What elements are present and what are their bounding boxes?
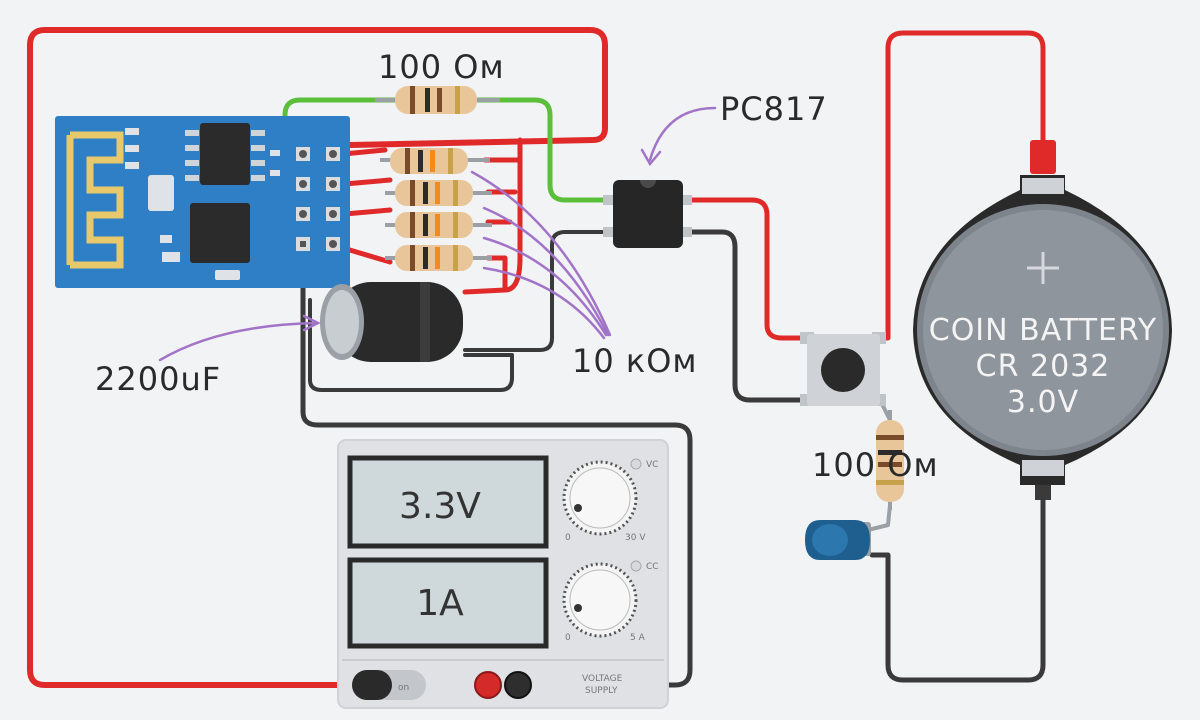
psu-terminal-positive[interactable]	[474, 671, 502, 699]
psu-voltage-knob[interactable]	[562, 460, 638, 536]
wire-black-battery	[869, 492, 1046, 683]
arrow-10k-3	[482, 236, 608, 337]
resistor-10k-1[interactable]	[380, 148, 490, 174]
wire-red-main-loop	[27, 27, 608, 688]
annotation-arrows	[158, 106, 717, 362]
resistor-100-led[interactable]	[876, 410, 904, 510]
resistor-10k-3[interactable]	[385, 212, 492, 238]
arrow-pc817	[648, 106, 717, 162]
resistor-10k-2[interactable]	[385, 180, 492, 206]
label-resistor-100-top: 100 Ом	[378, 48, 505, 86]
battery-line-2: CR 2032	[976, 349, 1111, 384]
wire-red-opto-button	[687, 197, 811, 341]
esp01-antenna	[66, 131, 124, 269]
capacitor-2200uf[interactable]	[320, 282, 463, 362]
power-supply[interactable]: 3.3V 1A VC 0 30 V CC 0 5 A on VOLTAGE S	[337, 439, 669, 709]
psu-cc-indicator	[630, 560, 642, 572]
psu-supply-label-1: VOLTAGE	[582, 674, 623, 684]
label-resistor-10k: 10 кОм	[572, 342, 698, 380]
esp01-crystal	[148, 175, 174, 211]
psu-switch-label: on	[398, 683, 409, 693]
resistor-100-top[interactable]	[375, 86, 500, 114]
esp01-module[interactable]	[55, 116, 350, 288]
push-button[interactable]	[800, 332, 886, 406]
arrow-capacitor-head	[302, 314, 321, 332]
arrow-capacitor	[158, 321, 318, 362]
resistor-10k-group[interactable]	[380, 148, 492, 271]
wire-black-psu	[300, 247, 693, 688]
psu-knob-c-max: 5 A	[630, 633, 646, 643]
esp01-flash-chip	[200, 123, 250, 185]
psu-knob-v-min: 0	[565, 533, 571, 543]
psu-current-value: 1A	[416, 583, 464, 624]
label-resistor-100-led: 100 Ом	[812, 446, 939, 484]
wire-black-cap	[308, 298, 514, 392]
psu-current-display	[347, 557, 549, 649]
arrow-pc817-head	[640, 148, 662, 167]
wire-black-opto-button	[687, 229, 811, 403]
psu-voltage-value: 3.3V	[399, 486, 481, 527]
resistor-10k-4[interactable]	[385, 245, 492, 271]
psu-vc-tag: VC	[646, 460, 658, 470]
label-optocoupler: PC817	[720, 90, 828, 128]
psu-knob-c-min: 0	[565, 633, 571, 643]
coin-battery-holder[interactable]: COIN BATTERY CR 2032 3.0V	[913, 140, 1172, 500]
arrow-10k-2	[482, 206, 610, 337]
arrow-10k-1	[470, 170, 612, 337]
psu-power-switch[interactable]: on	[352, 670, 426, 700]
optocoupler-pc817[interactable]	[603, 180, 692, 248]
wire-grey-resistor-led	[866, 503, 892, 532]
wire-red-battery	[877, 30, 1046, 341]
psu-current-knob[interactable]	[562, 562, 638, 638]
battery-line-3: 3.0V	[1007, 385, 1079, 420]
esp01-flash-pins	[185, 130, 265, 181]
esp01-mcu-chip	[190, 203, 250, 263]
esp01-header-pins	[296, 147, 340, 251]
psu-knob-v-max: 30 V	[625, 533, 646, 543]
esp01-pcb	[55, 116, 350, 288]
psu-supply-label-2: SUPPLY	[585, 686, 618, 696]
led-blue[interactable]	[805, 520, 871, 560]
arrow-10k-4	[482, 266, 606, 340]
esp01-smd-parts	[125, 128, 280, 280]
label-capacitor: 2200uF	[95, 360, 221, 398]
psu-terminal-negative[interactable]	[504, 671, 532, 699]
psu-vc-indicator	[630, 458, 642, 470]
psu-cc-tag: CC	[646, 562, 659, 572]
psu-voltage-display	[347, 455, 549, 549]
battery-line-1: COIN BATTERY	[929, 313, 1158, 348]
